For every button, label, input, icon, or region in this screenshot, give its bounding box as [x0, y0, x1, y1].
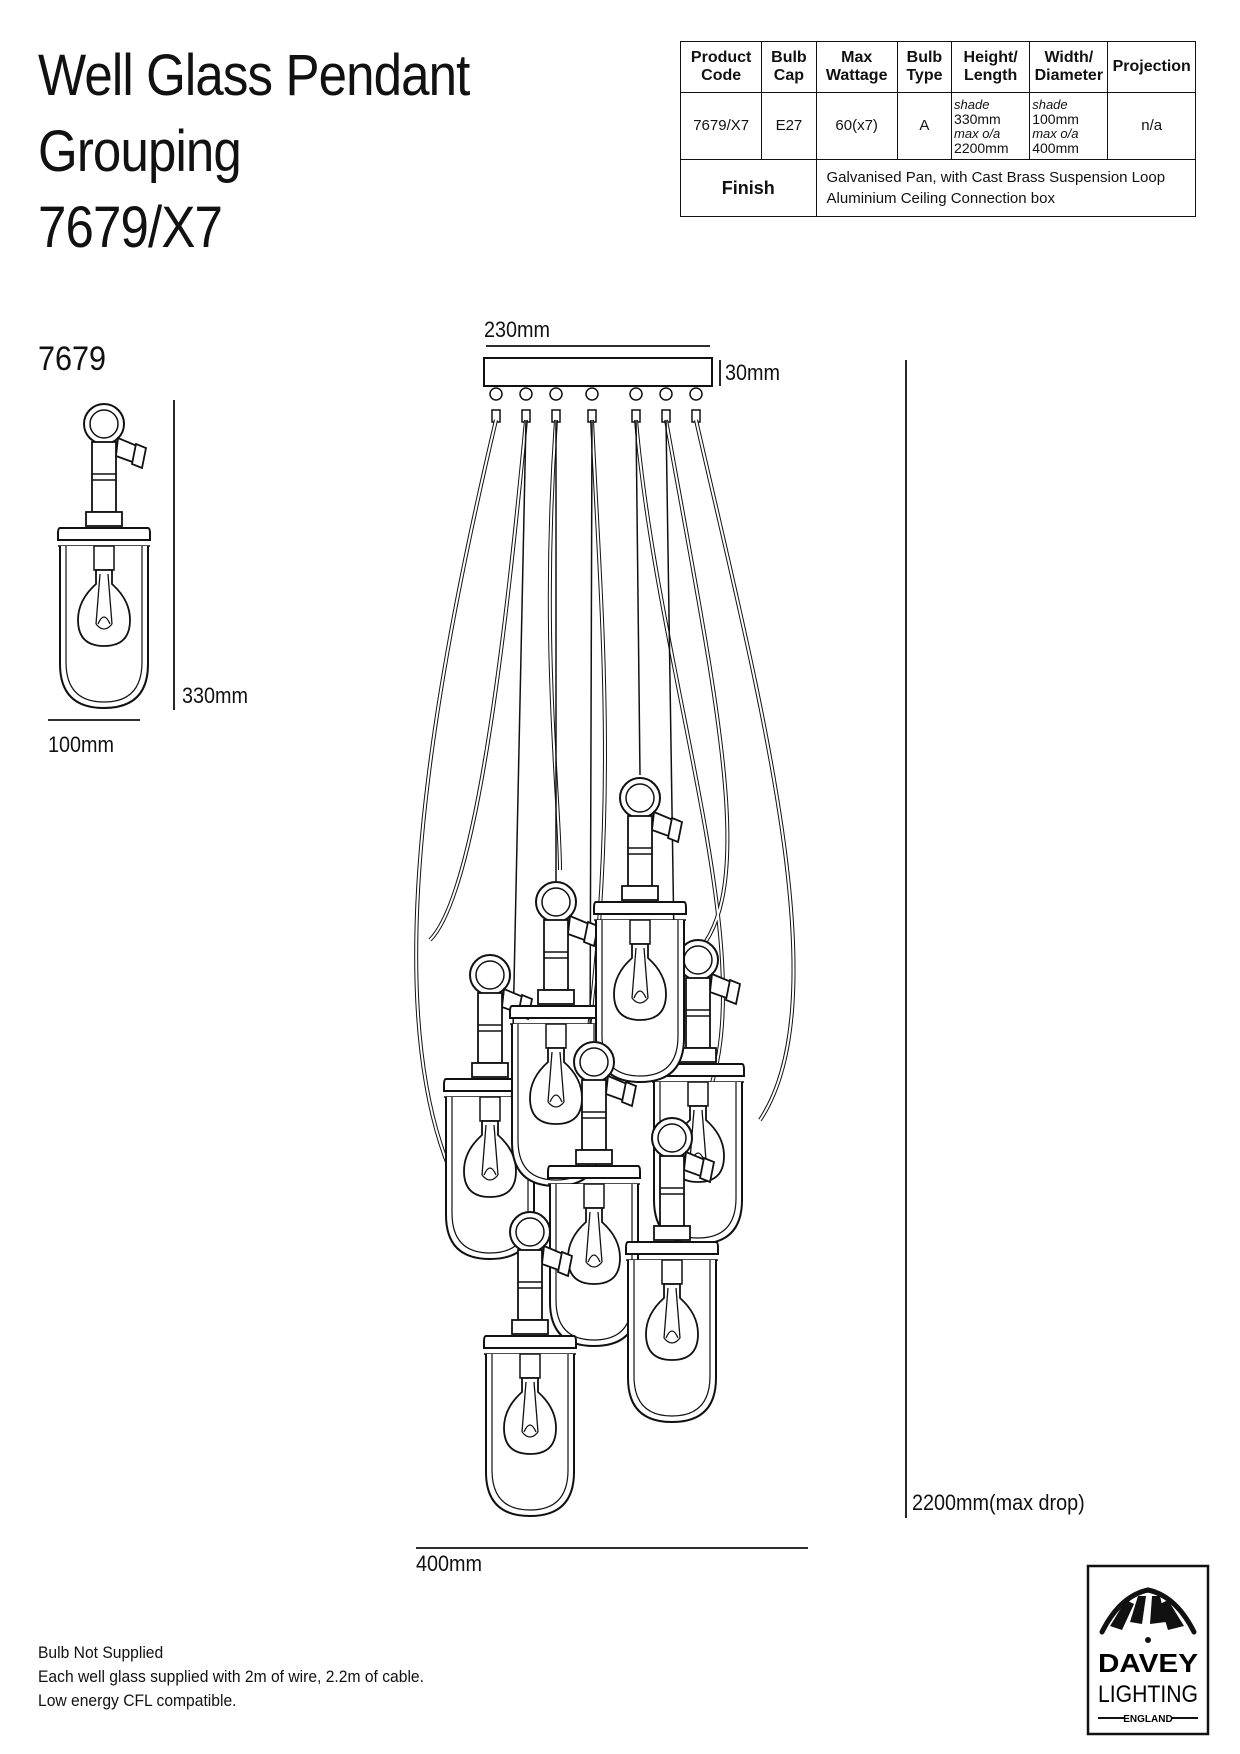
cell-bulb-cap: E27: [761, 91, 817, 161]
overall-width-dimension: 400mm: [416, 1551, 483, 1576]
ceiling-canopy: [483, 345, 721, 423]
finish-value: Galvanised Pan, with Cast Brass Suspensi…: [815, 159, 1197, 217]
height-shade-value: 330mm: [954, 110, 1001, 127]
height-shade-label: shade: [954, 96, 990, 112]
page-title-line-3: 7679/X7: [38, 195, 223, 260]
canopy-depth-dimension: 30mm: [725, 360, 781, 385]
finish-label: Finish: [680, 159, 817, 217]
single-fitting-model: 7679: [38, 340, 107, 378]
page-title-line-2: Grouping: [38, 119, 242, 184]
note-wire: Each well glass supplied with 2m of wire…: [38, 1667, 424, 1686]
header-product-code: Product Code: [679, 41, 763, 93]
header-max-wattage: Max Wattage: [815, 41, 898, 93]
header-bulb-type: Bulb Type: [896, 41, 953, 93]
max-drop-dimension: 2200mm(max drop): [912, 1490, 1085, 1515]
width-shade-label: shade: [1032, 96, 1068, 112]
header-width-diameter: Width/ Diameter: [1029, 41, 1109, 93]
height-max-value: 2200mm: [954, 139, 1009, 156]
single-fitting-drawing: [57, 403, 151, 709]
canopy-width-dimension: 230mm: [484, 317, 551, 342]
logo-text-england: ENGLAND: [1123, 1714, 1172, 1725]
cell-width-diameter: shade 100mm max o/a 400mm: [1029, 91, 1109, 161]
cell-max-wattage: 60(x7): [815, 91, 898, 161]
logo-text-davey: DAVEY: [1098, 1648, 1198, 1678]
header-height-length: Height/ Length: [951, 41, 1031, 93]
cell-product-code: 7679/X7: [679, 91, 763, 161]
width-max-value: 400mm: [1032, 139, 1079, 156]
note-cfl: Low energy CFL compatible.: [38, 1691, 237, 1710]
page-title-line-1: Well Glass Pendant: [38, 43, 470, 108]
finish-line-2: Aluminium Ceiling Connection box: [826, 190, 1055, 207]
spec-table: Product Code Bulb Cap Max Wattage Bulb T…: [679, 41, 1197, 217]
width-shade-value: 100mm: [1032, 110, 1079, 127]
single-fitting-dimension-lines: [48, 400, 175, 721]
cell-bulb-type: A: [896, 91, 953, 161]
davey-lighting-logo: DAVEY LIGHTING ENGLAND: [1086, 1564, 1210, 1736]
header-projection: Projection: [1107, 41, 1196, 93]
note-bulb: Bulb Not Supplied: [38, 1643, 164, 1662]
height-max-label: max o/a: [954, 125, 1001, 141]
single-width-dimension: 100mm: [48, 732, 115, 757]
single-height-dimension: 330mm: [182, 683, 249, 708]
grouped-lamps: [443, 777, 745, 1517]
logo-text-lighting: LIGHTING: [1098, 1681, 1198, 1708]
grouping-dimension-lines: [416, 360, 907, 1549]
cell-projection: n/a: [1107, 91, 1196, 161]
width-max-label: max o/a: [1032, 125, 1079, 141]
finish-line-1: Galvanised Pan, with Cast Brass Suspensi…: [826, 169, 1166, 186]
